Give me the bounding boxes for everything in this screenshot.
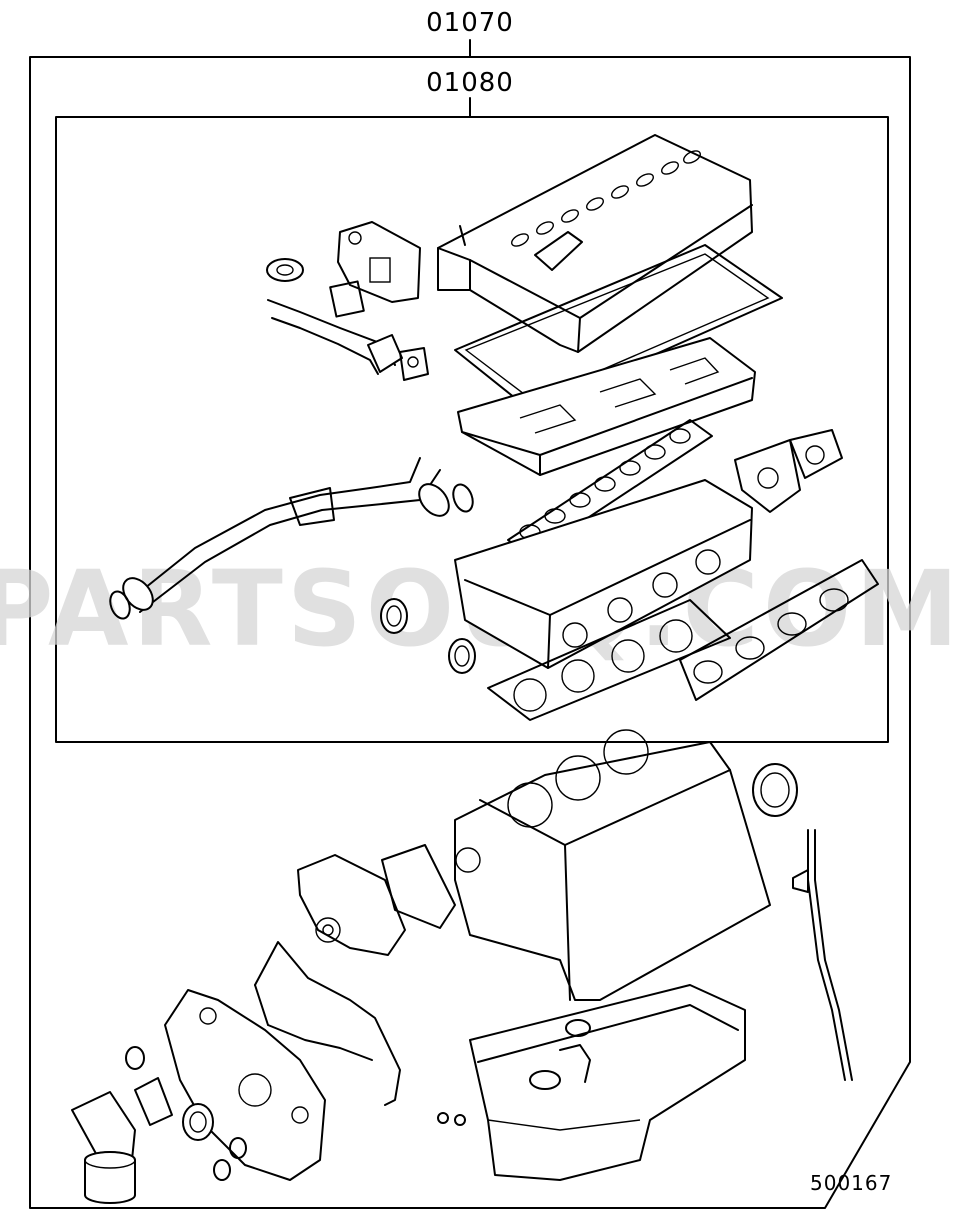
hose-o-ring-left[interactable]: [107, 589, 133, 621]
egr-pipe[interactable]: [267, 299, 403, 375]
valve-cover[interactable]: [437, 134, 753, 353]
oil-seal-bottom[interactable]: [213, 1159, 231, 1181]
oil-seal-small-upper[interactable]: [125, 1046, 145, 1070]
hose-o-ring-right[interactable]: [450, 482, 476, 514]
oil-filter[interactable]: [84, 1151, 136, 1204]
egr-gasket-middle[interactable]: [329, 280, 365, 318]
camshaft-oil-seal-1[interactable]: [380, 598, 408, 634]
water-pump[interactable]: [297, 854, 406, 956]
oil-filter-bracket-gasket[interactable]: [134, 1077, 173, 1126]
thermostat-housing[interactable]: [734, 439, 801, 513]
cylinder-block[interactable]: [454, 729, 771, 1001]
camshaft-oil-seal-2[interactable]: [448, 638, 476, 674]
oil-level-gauge-guide[interactable]: [792, 829, 853, 1081]
water-pump-gasket[interactable]: [381, 844, 456, 929]
egr-gasket-lower[interactable]: [399, 347, 429, 381]
oil-strainer[interactable]: [529, 1019, 591, 1090]
inner-kit-part-number[interactable]: 01080: [426, 68, 514, 98]
oil-seal-small-lower[interactable]: [229, 1137, 247, 1159]
cylinder-head[interactable]: [454, 479, 753, 669]
egr-valve[interactable]: [337, 221, 421, 303]
outer-kit-frame: [29, 39, 911, 1209]
timing-cover-gasket[interactable]: [254, 941, 401, 1106]
thermostat-gasket[interactable]: [789, 429, 843, 479]
water-hose[interactable]: [117, 457, 455, 616]
exhaust-manifold-gasket[interactable]: [679, 559, 879, 701]
outer-kit-part-number[interactable]: 01070: [426, 8, 514, 38]
inner-kit-frame: [55, 97, 889, 743]
drain-plug-gaskets[interactable]: [437, 1112, 466, 1126]
figure-reference-number: 500167: [810, 1171, 892, 1195]
spark-plug-seals[interactable]: [510, 148, 703, 248]
rear-main-oil-seal[interactable]: [752, 763, 798, 817]
cam-carrier[interactable]: [457, 337, 756, 476]
head-gasket[interactable]: [487, 599, 731, 721]
crankshaft-front-oil-seal[interactable]: [182, 1103, 214, 1141]
oil-pan[interactable]: [469, 984, 746, 1181]
valve-cover-gasket[interactable]: [454, 244, 783, 411]
egr-gasket-upper[interactable]: [266, 258, 304, 282]
